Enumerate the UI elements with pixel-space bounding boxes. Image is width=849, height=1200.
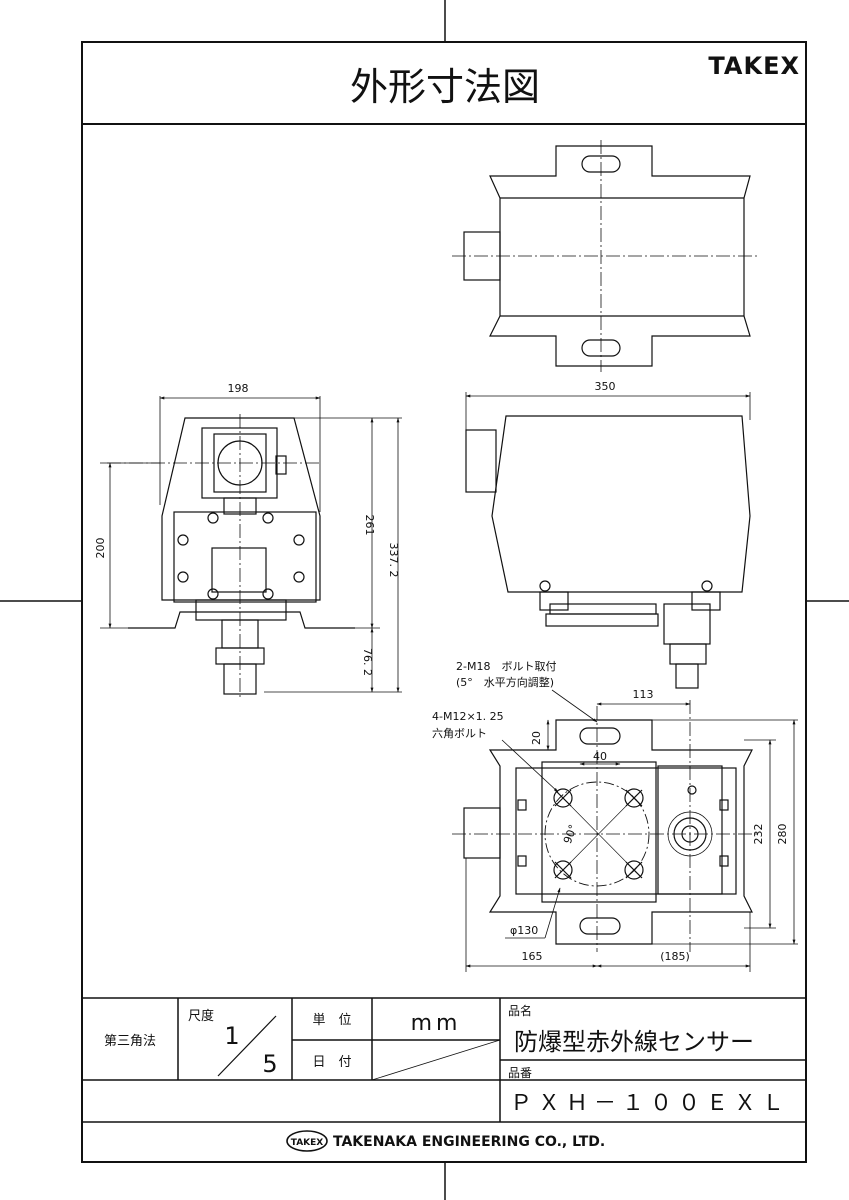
note-bolt-mount-1: 2-M18 ボルト取付 — [456, 660, 556, 673]
scale-label: 尺度 — [188, 1008, 214, 1024]
unit-value: mm — [411, 1011, 462, 1036]
front-view — [107, 414, 355, 700]
dim-200: 200 — [94, 538, 107, 559]
front-dimensions — [100, 396, 402, 693]
dim-185: (185) — [660, 950, 690, 963]
dim-90-deg: 90° — [561, 823, 580, 846]
dim-198: 198 — [228, 382, 249, 395]
brand-logo: TAKEX — [708, 52, 800, 80]
company-logo: TAKEX — [286, 1130, 328, 1152]
dim-165: 165 — [522, 950, 543, 963]
side-dimensions — [465, 392, 751, 430]
dim-280: 280 — [776, 824, 789, 845]
date-label: 日 付 — [312, 1055, 351, 1070]
note-hex-bolt-2: 六角ボルト — [432, 727, 487, 740]
sheet-frame — [81, 41, 807, 1163]
product-name-label: 品名 — [508, 1003, 532, 1018]
unit-label: 単 位 — [312, 1012, 351, 1028]
dim-232: 232 — [752, 824, 765, 845]
product-no-label: 品番 — [508, 1066, 532, 1080]
product-no: ＰＸＨ－１００ＥＸＬ — [510, 1091, 790, 1116]
bottom-dimensions — [465, 689, 798, 972]
bottom-view — [452, 700, 760, 952]
dim-261: 261 — [363, 515, 376, 536]
product-name: 防爆型赤外線センサー — [514, 1028, 754, 1056]
title-block — [82, 997, 806, 1123]
side-view — [465, 415, 751, 689]
dim-phi130: φ130 — [510, 924, 538, 937]
company-name: TAKENAKA ENGINEERING CO., LTD. — [333, 1134, 605, 1150]
note-bolt-mount-2: (5° 水平方向調整) — [456, 675, 554, 689]
dim-350: 350 — [595, 380, 616, 393]
dim-337: 337. 2 — [387, 543, 400, 578]
scale-denominator: 5 — [262, 1050, 277, 1078]
dim-113: 113 — [633, 688, 654, 701]
page-title: 外形寸法図 — [350, 65, 540, 109]
dim-20: 20 — [530, 731, 543, 745]
top-view — [452, 140, 760, 372]
dim-40: 40 — [593, 750, 607, 763]
dim-76: 76. 2 — [361, 648, 374, 676]
note-hex-bolt-1: 4-M12×1. 25 — [432, 710, 504, 723]
projection-label: 第三角法 — [104, 1034, 156, 1049]
company-logo-text: TAKEX — [291, 1138, 324, 1148]
scale-numerator: 1 — [224, 1022, 239, 1050]
